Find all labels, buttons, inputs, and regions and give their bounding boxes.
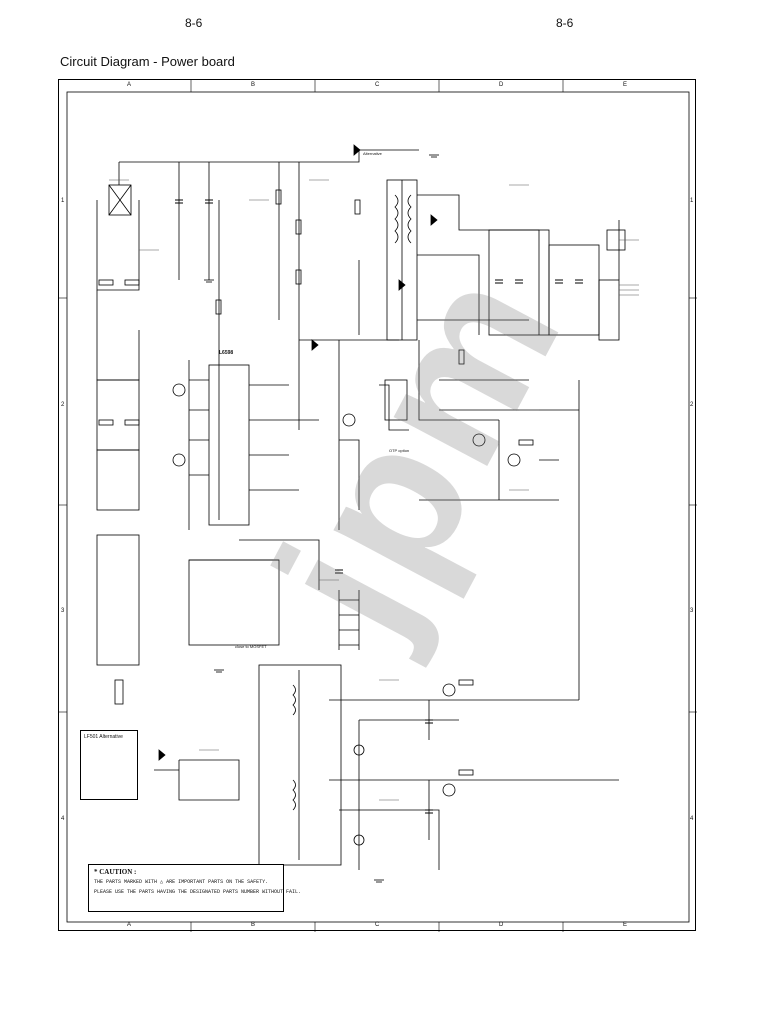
caution-line-1b: ARE IMPORTANT PARTS ON THE SAFETY. <box>166 879 269 885</box>
ground-symbols <box>204 154 439 883</box>
column-ticks <box>59 80 697 932</box>
column-label: D <box>499 82 504 88</box>
controller-ic <box>208 364 250 526</box>
row-label: 1 <box>61 198 65 204</box>
column-label: E <box>623 922 628 928</box>
optocoupler <box>384 379 408 421</box>
input-connector <box>114 679 124 705</box>
column-label: D <box>499 922 504 928</box>
output-connector <box>598 279 620 341</box>
lf501-alternative-box: LF501 Alternative <box>80 730 138 800</box>
column-label: C <box>375 922 380 928</box>
page-number-right: 8-6 <box>556 16 574 30</box>
row-label: 3 <box>61 608 65 614</box>
row-label: 4 <box>61 816 65 822</box>
standby-transformer <box>258 664 342 866</box>
semiconductors <box>158 144 521 846</box>
ic-label: L6598 <box>219 350 234 356</box>
column-label: A <box>127 82 132 88</box>
component-text-marks <box>109 179 639 801</box>
caution-box: * CAUTION : THE PARTS MARKED WITH △ ARE … <box>88 864 302 912</box>
caution-line-1a: THE PARTS MARKED WITH <box>94 879 158 885</box>
column-label: C <box>375 82 380 88</box>
row-label: 4 <box>690 816 694 822</box>
page-number-left: 8-6 <box>185 16 203 30</box>
warning-icon: △ <box>160 879 164 885</box>
column-label: E <box>623 82 628 88</box>
schematic-sheet: A B C D E A B C D E 1 2 3 4 1 2 3 4 L659… <box>58 79 697 932</box>
wiring <box>96 149 626 870</box>
caution-line-1: THE PARTS MARKED WITH △ ARE IMPORTANT PA… <box>94 877 278 887</box>
column-label: A <box>127 922 132 928</box>
page-title: Circuit Diagram - Power board <box>60 54 235 69</box>
row-label: 1 <box>690 198 694 204</box>
row-label: 2 <box>61 402 65 408</box>
column-label: B <box>251 922 256 928</box>
inner-frame <box>66 91 690 923</box>
lf501-title: LF501 Alternative <box>84 734 123 740</box>
mosfet-note: close to MOSFET <box>235 644 267 649</box>
capacitors <box>175 199 583 814</box>
caution-line-2: PLEASE USE THE PARTS HAVING THE DESIGNAT… <box>94 889 302 895</box>
otp-label: OTP option <box>389 448 410 453</box>
row-label: 2 <box>690 402 694 408</box>
column-label: B <box>251 82 256 88</box>
row-label: 3 <box>690 608 694 614</box>
alt-label: Alternative <box>363 151 382 156</box>
schematic-drawing <box>59 80 697 932</box>
bridge-rectifier <box>108 184 132 216</box>
caution-heading: * CAUTION : <box>94 868 137 876</box>
